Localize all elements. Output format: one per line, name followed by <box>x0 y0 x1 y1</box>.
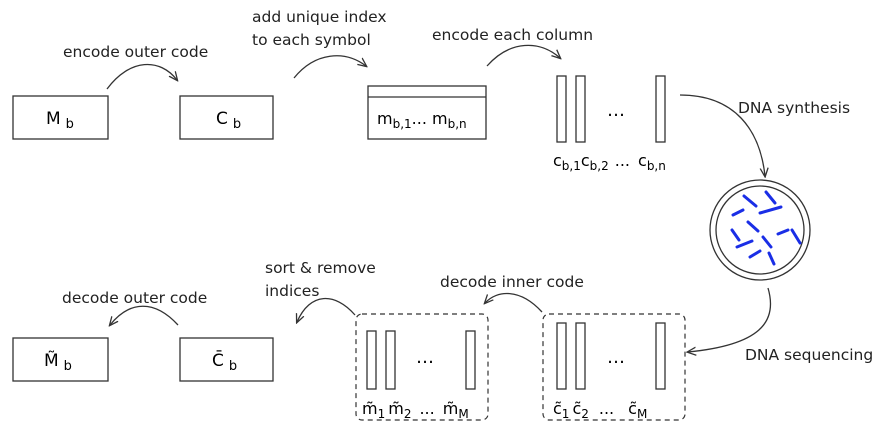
decode-inner-label: decode inner code <box>440 273 584 291</box>
decoded-bar-1 <box>366 330 377 390</box>
read-bar-2 <box>575 322 586 390</box>
column-label-cn: c <box>638 151 647 170</box>
sort-indices-arrow <box>297 297 356 322</box>
codeword-subscript: b <box>233 117 241 132</box>
svg-text:mb,1... mb,n: mb,1... mb,n <box>377 109 467 131</box>
indexed-symbol-mid: ... m <box>412 109 448 128</box>
sort-label-line1: sort & remove <box>265 259 376 277</box>
read-bar-m <box>655 322 666 390</box>
codeword-symbol: C <box>216 109 228 129</box>
indexed-symbol-sub1: b,1 <box>393 117 412 131</box>
indexed-symbols-box: mb,1... mb,n <box>367 85 487 140</box>
read-label-dots: ... <box>599 399 614 418</box>
read-ellipsis: … <box>607 347 625 368</box>
svg-text:Cb: Cb <box>216 109 241 132</box>
indexed-symbol-subn: b,n <box>448 117 467 131</box>
svg-text:M̃b: M̃ b <box>44 350 72 374</box>
column-bar-2 <box>575 75 586 143</box>
svg-text:Mb: Mb <box>46 109 74 132</box>
estimated-codeword-subscript: b <box>229 359 237 374</box>
read-label-c1: c̃ <box>553 399 562 418</box>
column-label-sub2: b,2 <box>590 159 609 173</box>
svg-text:c̃1c̃2...c̃M: c̃1c̃2...c̃M <box>553 399 647 421</box>
column-bar-1 <box>556 75 567 143</box>
sort-label-line2: indices <box>265 282 319 300</box>
decoded-bar-2 <box>385 330 396 390</box>
read-label-sub1: 1 <box>562 407 570 421</box>
estimated-message-subscript: b <box>64 359 72 374</box>
decoded-ellipsis: … <box>416 347 434 368</box>
encode-outer-arrow <box>106 63 177 90</box>
decoded-label-mm: m̃ <box>443 399 459 418</box>
read-label-cm: c̃ <box>628 399 637 418</box>
decoded-label-dots: ... <box>419 399 434 418</box>
svg-text:C̄b: C̄ b <box>212 349 237 374</box>
column-label-subn: b,n <box>647 159 666 173</box>
petri-dish-icon <box>709 179 811 281</box>
decoded-label-m1: m̃ <box>362 399 378 418</box>
estimated-message-symbol: M̃ <box>44 350 59 371</box>
svg-text:cb,1cb,2...cb,n: cb,1cb,2...cb,n <box>553 151 666 173</box>
svg-text:m̃1m̃2...m̃M: m̃1m̃2...m̃M <box>362 399 469 421</box>
read-label-sub2: 2 <box>581 407 589 421</box>
encoded-columns: … cb,1cb,2...cb,n <box>553 75 666 173</box>
encode-outer-label: encode outer code <box>63 43 208 61</box>
decode-outer-arrow <box>110 305 179 325</box>
read-label-c2: c̃ <box>572 399 581 418</box>
indexed-symbol-base: m <box>377 109 393 128</box>
message-subscript: b <box>66 117 74 132</box>
column-label-dots: ... <box>615 151 630 170</box>
encode-column-label: encode each column <box>432 26 593 44</box>
add-index-arrow <box>293 55 366 79</box>
decoded-label-sub1: 1 <box>378 407 386 421</box>
column-label-c1: c <box>553 151 562 170</box>
decode-outer-label: decode outer code <box>62 289 207 307</box>
estimated-message-box: M̃ b <box>12 337 109 382</box>
message-symbol: M <box>46 109 61 129</box>
decoded-label-m2: m̃ <box>388 399 404 418</box>
column-ellipsis: … <box>607 100 625 121</box>
dna-sequencing-label: DNA sequencing <box>745 346 873 364</box>
add-index-label-line2: to each symbol <box>252 31 371 49</box>
column-label-sub1: b,1 <box>562 159 581 173</box>
estimated-codeword-box: C̄ b <box>179 337 274 382</box>
dna-sequencing-arrow <box>688 287 772 352</box>
dna-synthesis-label: DNA synthesis <box>738 99 850 117</box>
decoded-label-subm: M <box>458 407 468 421</box>
decoded-label-sub2: 2 <box>404 407 412 421</box>
add-index-label-line1: add unique index <box>252 8 387 26</box>
decode-inner-arrow <box>485 292 543 313</box>
estimated-codeword-symbol: C̄ <box>212 349 224 371</box>
encode-column-arrow <box>486 44 560 67</box>
column-bar-n <box>655 75 666 143</box>
read-bar-1 <box>556 322 567 390</box>
dna-synthesis-arrow <box>679 94 765 176</box>
decoded-bar-m <box>465 330 476 390</box>
read-label-subm: M <box>637 407 647 421</box>
column-label-c2: c <box>581 151 590 170</box>
